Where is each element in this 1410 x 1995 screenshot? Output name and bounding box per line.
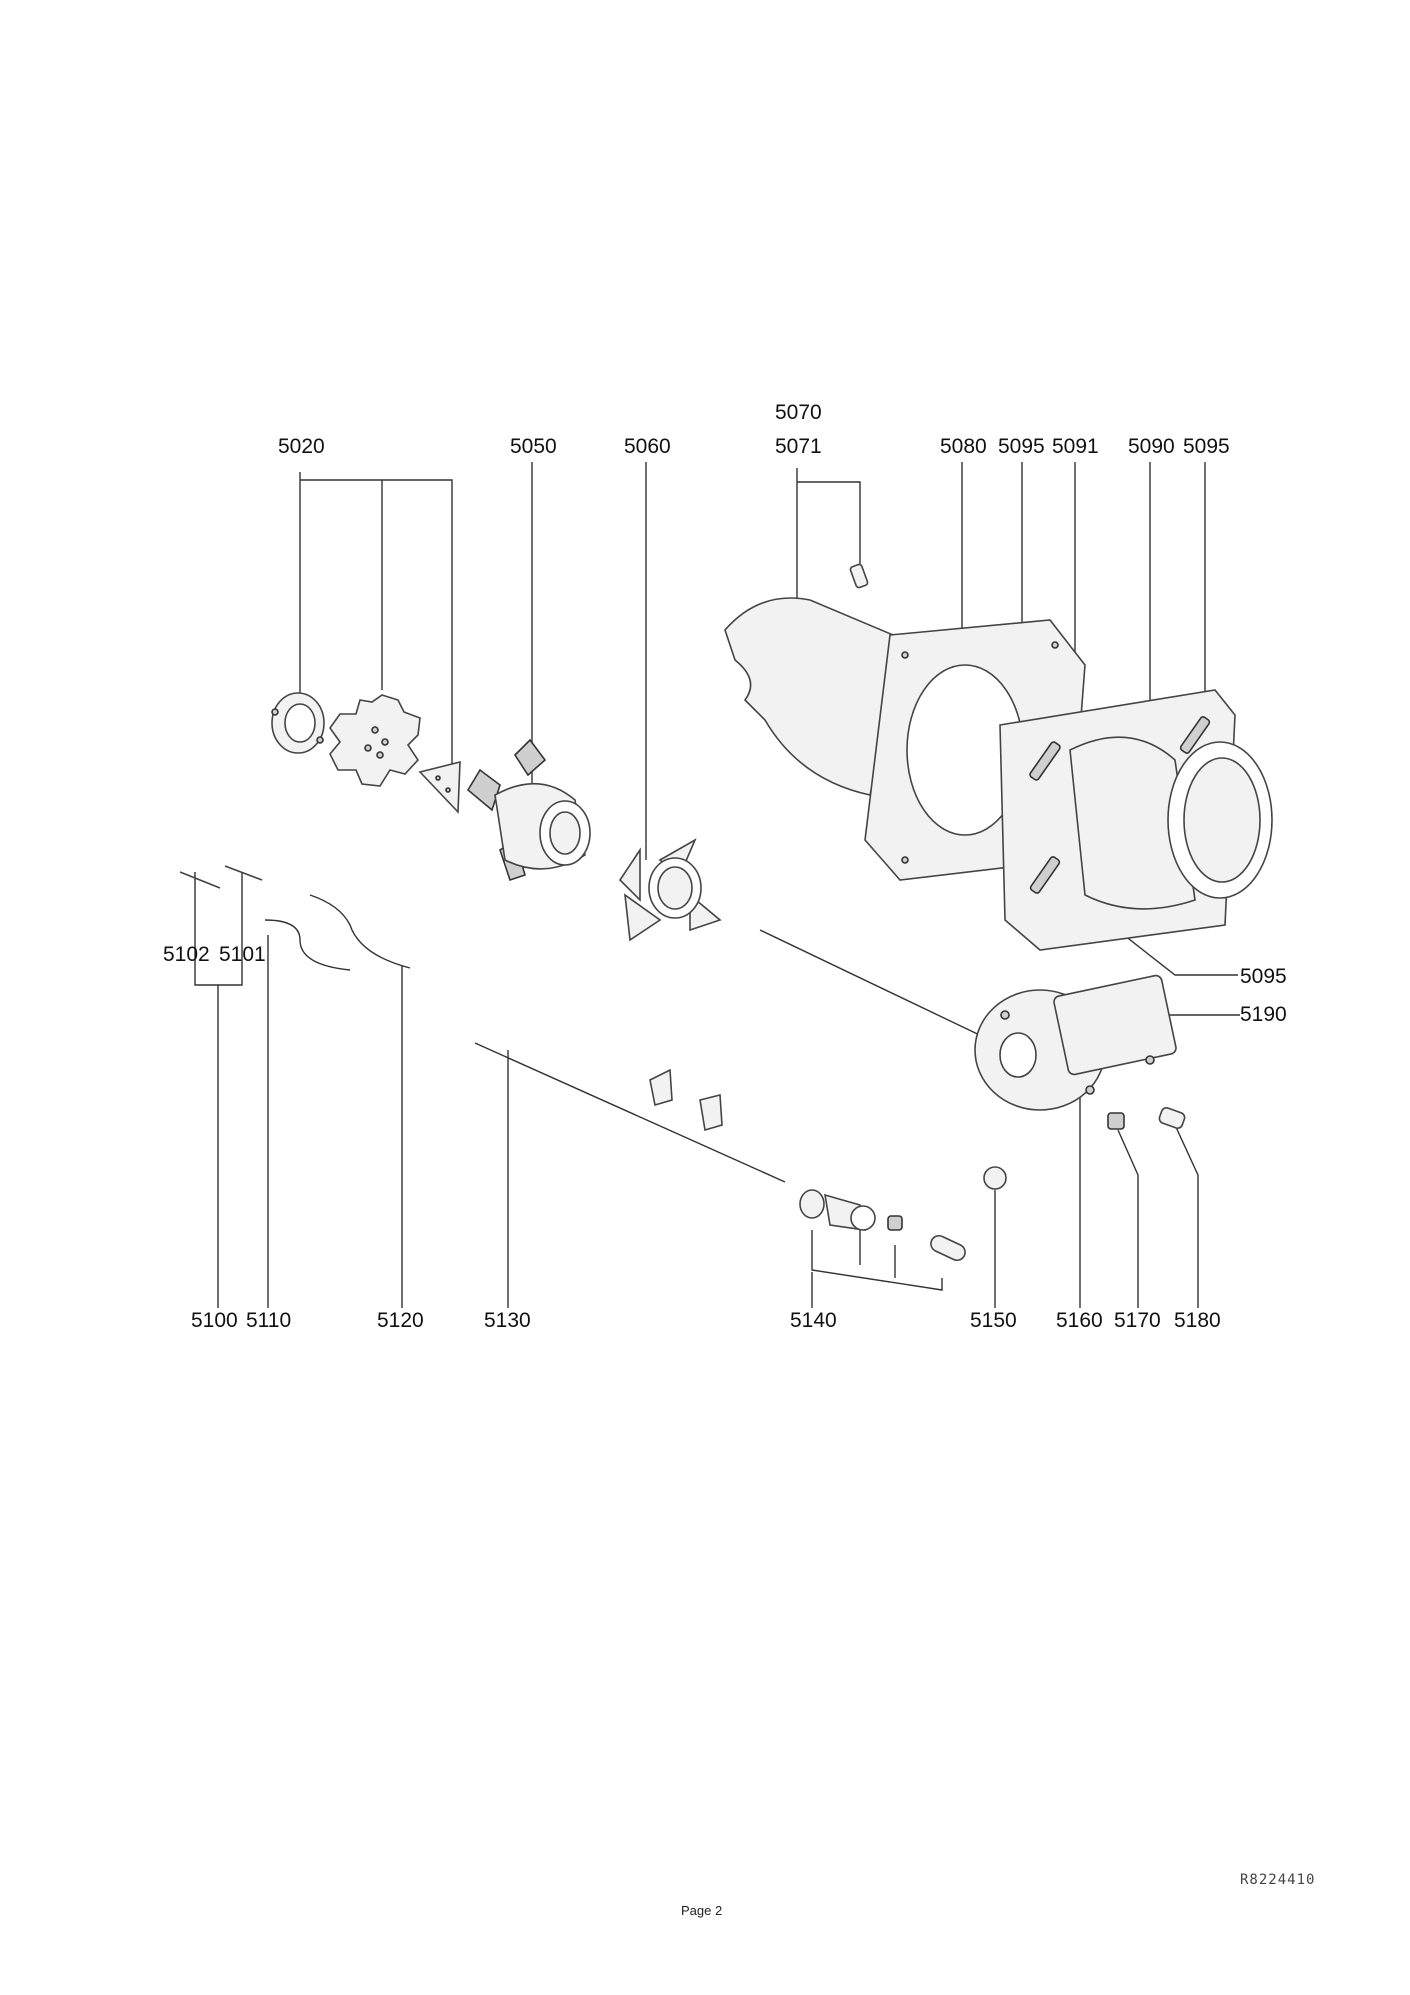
part-5020-triangle-plate bbox=[418, 760, 461, 814]
part-5160-housing bbox=[759, 929, 1177, 1111]
part-5060-diffuser bbox=[618, 838, 722, 942]
callout-5160: 5160 bbox=[1056, 1309, 1103, 1332]
callout-5095-right: 5095 bbox=[1183, 435, 1230, 458]
callout-5091: 5091 bbox=[1052, 435, 1099, 458]
part-5050-head-assembly bbox=[466, 738, 591, 882]
part-5130-rod bbox=[474, 1042, 786, 1183]
part-5020-swirl-disc bbox=[329, 694, 421, 787]
callout-5110: 5110 bbox=[246, 1309, 292, 1332]
callout-5070: 5070 bbox=[775, 401, 822, 424]
callout-5150: 5150 bbox=[970, 1309, 1017, 1332]
callout-5080: 5080 bbox=[940, 435, 987, 458]
part-5101-5102-electrodes bbox=[179, 865, 263, 889]
part-5090-mounting-plate bbox=[999, 689, 1273, 951]
callout-5180: 5180 bbox=[1174, 1309, 1221, 1332]
callout-5095-top: 5095 bbox=[998, 435, 1045, 458]
part-5170-fitting bbox=[1107, 1112, 1125, 1130]
callout-5095-lower: 5095 bbox=[1240, 965, 1287, 988]
callout-5120: 5120 bbox=[377, 1309, 424, 1332]
callout-5170: 5170 bbox=[1114, 1309, 1161, 1332]
drawing-reference-number: R8224410 bbox=[1240, 1872, 1316, 1888]
callout-5101: 5101 bbox=[219, 943, 266, 966]
callout-5090: 5090 bbox=[1128, 435, 1175, 458]
part-5150-plug bbox=[983, 1166, 1007, 1190]
page-number: Page 2 bbox=[681, 1903, 723, 1918]
part-5120-ignition-cable bbox=[309, 894, 411, 969]
part-5071-pin bbox=[849, 563, 869, 589]
callout-5050: 5050 bbox=[510, 435, 557, 458]
part-5140-fittings bbox=[799, 1189, 966, 1262]
callout-5102: 5102 bbox=[163, 943, 210, 966]
callout-5130: 5130 bbox=[484, 1309, 531, 1332]
callout-5140: 5140 bbox=[790, 1309, 837, 1332]
part-5020-flange-ring bbox=[271, 692, 325, 754]
callout-5190: 5190 bbox=[1240, 1003, 1287, 1026]
callout-5060: 5060 bbox=[624, 435, 671, 458]
leader-lines bbox=[194, 462, 1240, 1308]
callout-5071: 5071 bbox=[775, 435, 822, 458]
part-5180-fitting bbox=[1158, 1106, 1186, 1130]
callout-5100: 5100 bbox=[191, 1309, 238, 1332]
part-5110-ignition-cable bbox=[264, 919, 351, 971]
callout-5020: 5020 bbox=[278, 435, 325, 458]
